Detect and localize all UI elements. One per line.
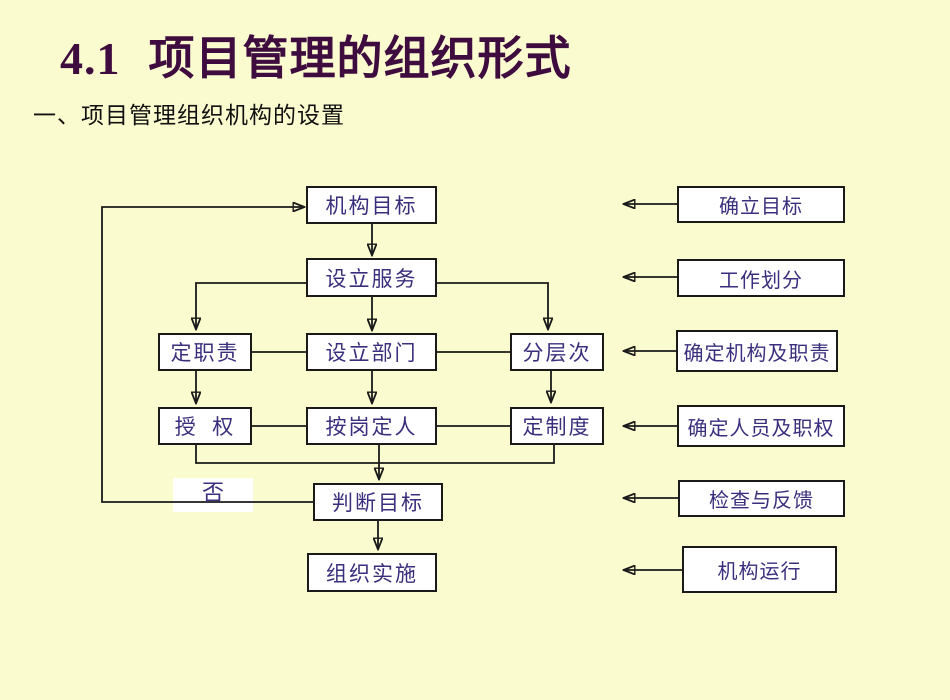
flow-node-implement: 组织实施: [307, 553, 437, 592]
slide-subtitle: 一、项目管理组织机构的设置: [33, 103, 345, 128]
flow-node-set-levels: 分层次: [510, 333, 604, 371]
connector-collector-bus: [195, 445, 555, 464]
title-text: 项目管理的组织形式: [148, 33, 572, 84]
no-label-background: [173, 478, 253, 512]
annotation-box-work-division: 工作划分: [677, 259, 845, 297]
flow-node-org-goal: 机构目标: [306, 186, 437, 224]
annotation-box-define-staff-authority: 确定人员及职权: [677, 405, 845, 447]
flow-node-setup-department: 设立部门: [306, 333, 437, 371]
flow-node-set-rules: 定制度: [510, 407, 604, 445]
connector-service-to-duty: [196, 282, 306, 329]
connector-service-to-levels: [437, 282, 548, 329]
flow-node-setup-service: 设立服务: [306, 258, 437, 297]
flow-node-authorize: 授 权: [158, 407, 252, 445]
no-branch-label: 否: [201, 480, 224, 505]
section-number: 4.1: [60, 33, 121, 84]
annotation-box-check-feedback: 检查与反馈: [678, 480, 845, 517]
flow-node-define-duty: 定职责: [158, 333, 252, 371]
connector-feedback-loop: [101, 207, 313, 503]
flow-node-judge-goal: 判断目标: [313, 483, 443, 521]
annotation-box-establish-goal: 确立目标: [677, 186, 845, 223]
annotation-box-define-org-duty: 确定机构及职责: [676, 330, 838, 372]
annotation-box-org-operation: 机构运行: [682, 546, 837, 593]
flow-node-assign-staff: 按岗定人: [306, 407, 437, 445]
slide-title: 4.1 项目管理的组织形式: [60, 22, 572, 88]
